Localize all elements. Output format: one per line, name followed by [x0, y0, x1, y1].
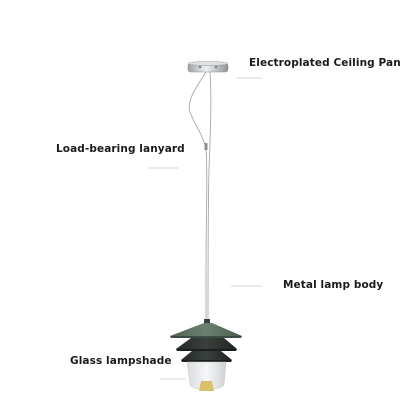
callout-lampshade-label: Glass lampshade: [70, 355, 172, 367]
glass-lampshade: [186, 361, 227, 391]
lanyard-cable: [188, 71, 212, 323]
callout-ceiling-pan-label: Electroplated Ceiling Pan: [249, 57, 401, 69]
ceiling-pan: [187, 61, 229, 73]
callout-lanyard-label: Load-bearing lanyard: [56, 143, 185, 155]
leader-lines: [148, 77, 262, 380]
lamp-body: [170, 319, 242, 362]
callout-lamp-body-label: Metal lamp body: [283, 279, 384, 291]
